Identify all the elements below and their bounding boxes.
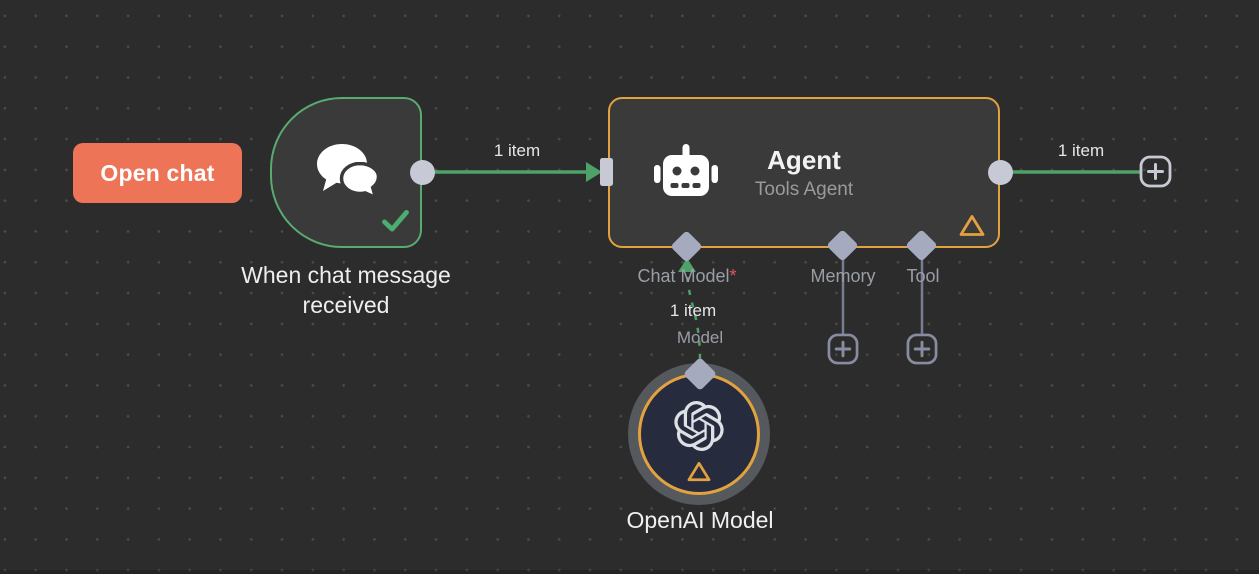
canvas-bottom-edge (0, 570, 1259, 574)
chat-bubbles-icon (317, 144, 381, 199)
tool-port-label: Tool (906, 266, 939, 287)
agent-output-handle[interactable] (988, 160, 1013, 185)
edge-items-label: 1 item (669, 301, 717, 320)
check-icon (382, 209, 409, 232)
memory-port-label: Memory (810, 266, 875, 287)
openai-node-caption: OpenAI Model (626, 507, 774, 533)
add-node-button[interactable] (1139, 155, 1172, 188)
agent-node[interactable]: Agent Tools Agent (608, 97, 1000, 248)
chat-model-port-label: Chat Model* (637, 266, 736, 287)
agent-node-title: Agent (767, 144, 841, 175)
add-tool-button[interactable] (906, 333, 938, 365)
chat-trigger-node[interactable] (270, 97, 422, 248)
add-memory-button[interactable] (827, 333, 859, 365)
openai-logo-icon (674, 401, 724, 451)
port-label-text: Memory (810, 266, 876, 286)
port-label-text: Chat Model (637, 266, 730, 286)
trigger-output-handle[interactable] (410, 160, 435, 185)
port-label-text: Tool (906, 266, 940, 286)
edge-up-arrowhead-icon (678, 258, 696, 272)
edge-items-label: 1 item (493, 141, 541, 160)
robot-icon (654, 144, 718, 196)
required-marker: * (729, 266, 737, 286)
trigger-node-caption: When chat message received (241, 262, 451, 318)
model-edge-label: Model (676, 328, 724, 347)
edge-arrowhead-icon (586, 162, 602, 182)
warning-triangle-icon (687, 461, 711, 482)
warning-triangle-icon (959, 215, 985, 236)
edge-items-label: 1 item (1057, 141, 1105, 160)
open-chat-button[interactable]: Open chat (73, 143, 242, 203)
openai-node-body (638, 373, 760, 495)
agent-node-subtitle: Tools Agent (754, 178, 854, 200)
agent-input-handle[interactable] (600, 158, 613, 186)
